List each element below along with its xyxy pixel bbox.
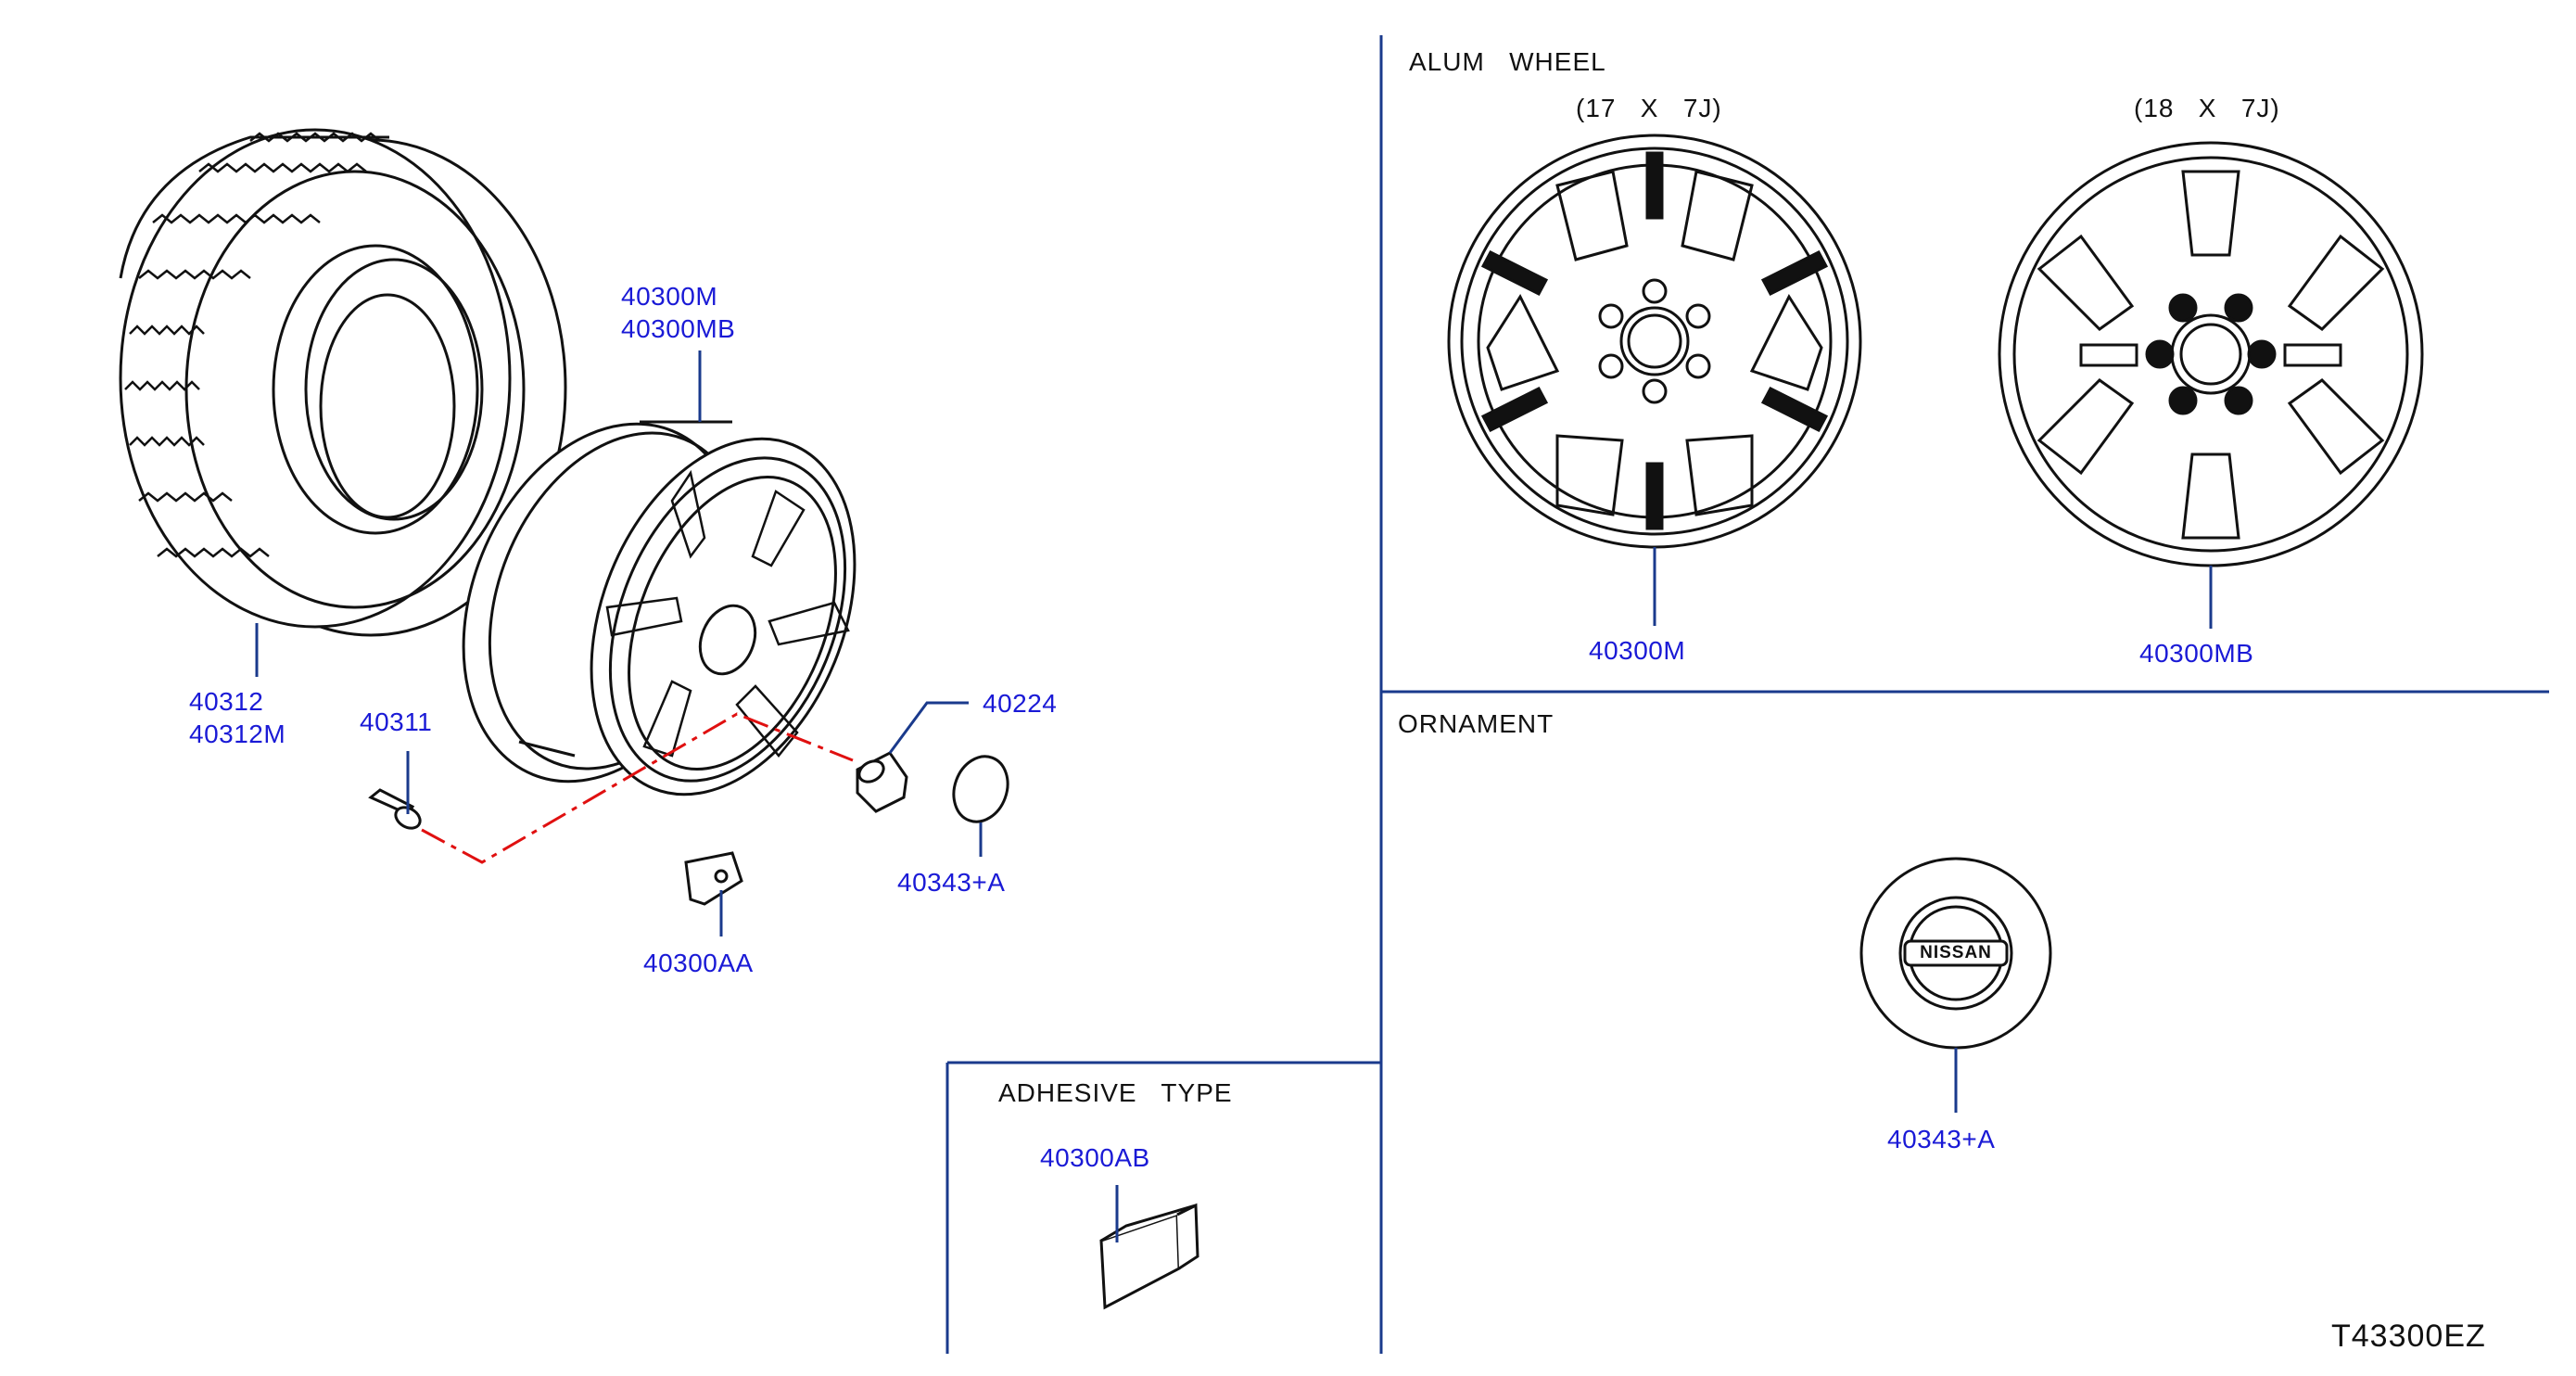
tire-drawing — [119, 128, 567, 637]
section-title-adhesive-type: ADHESIVE TYPE — [998, 1078, 1233, 1107]
tire-tread — [124, 132, 381, 558]
wheel-size-18: (18 X 7J) — [2134, 94, 2280, 122]
wheel-spokes — [605, 469, 850, 758]
adhesive-weight-drawing — [1099, 1203, 1199, 1310]
section-title-ornament: ORNAMENT — [1398, 709, 1554, 738]
section-title-alum-wheel: ALUM WHEEL — [1409, 47, 1606, 76]
wheel-18-drawing — [1998, 141, 2424, 567]
wheel-size-17: (17 X 7J) — [1576, 94, 1722, 122]
part-label-40343a-cap[interactable]: 40343+A — [897, 868, 1006, 897]
wheel-17-drawing — [1447, 134, 1862, 549]
valve-drawing — [368, 788, 422, 830]
cap-drawing — [952, 755, 1009, 823]
part-label-40312[interactable]: 40312 — [189, 687, 264, 716]
nissan-logo-text: NISSAN — [1920, 943, 1992, 962]
part-label-40224[interactable]: 40224 — [983, 689, 1058, 718]
part-label-40300mb[interactable]: 40300MB — [621, 314, 736, 343]
clip-weight-drawing — [684, 851, 743, 906]
diagram-code: T43300EZ — [2331, 1319, 2486, 1354]
part-label-40300mb-18[interactable]: 40300MB — [2139, 639, 2254, 668]
assembly-dash-line — [421, 712, 854, 864]
part-label-40343a-ornament[interactable]: 40343+A — [1887, 1125, 1996, 1153]
leader-lines — [255, 350, 2213, 1242]
part-label-40300aa[interactable]: 40300AA — [643, 949, 754, 977]
part-label-40300ab[interactable]: 40300AB — [1040, 1143, 1150, 1172]
nut-drawing — [856, 751, 908, 813]
part-label-40312m[interactable]: 40312M — [189, 720, 286, 748]
section-dividers — [945, 35, 2549, 1354]
wheel-drawing — [462, 420, 857, 796]
part-label-40300m-17[interactable]: 40300M — [1589, 636, 1686, 665]
part-label-40300m[interactable]: 40300M — [621, 282, 718, 311]
part-label-40311[interactable]: 40311 — [360, 707, 433, 736]
